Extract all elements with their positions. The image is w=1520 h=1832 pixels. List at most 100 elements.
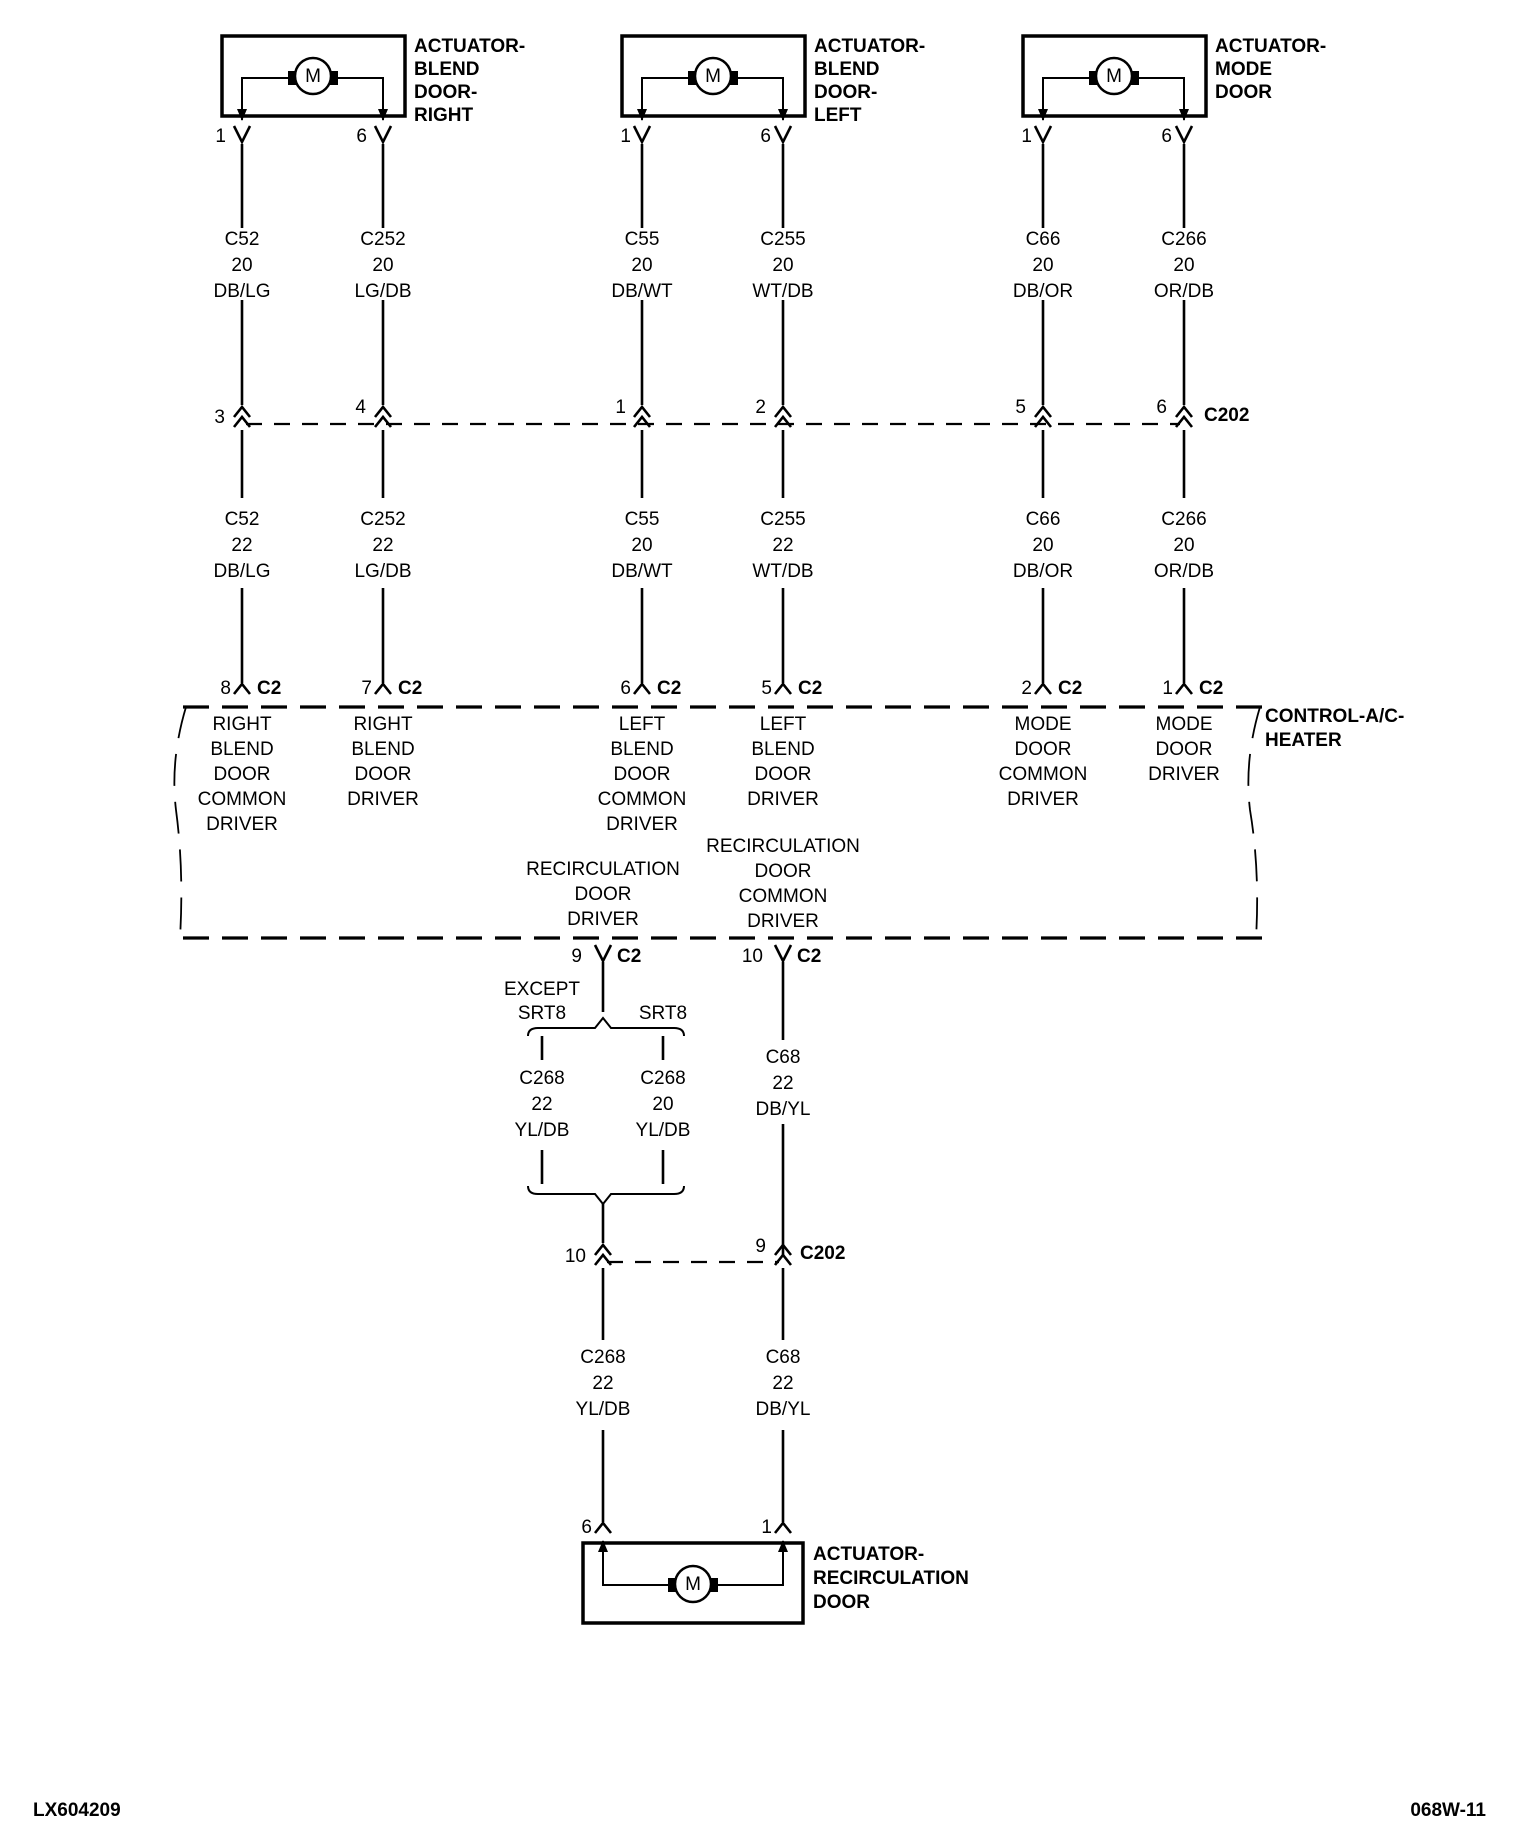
connector-c202-lower: 10 9 C202 — [565, 1204, 845, 1267]
actuator-label-line: RECIRCULATION — [813, 1568, 969, 1589]
pin-terminal-icon — [1174, 681, 1194, 695]
wire-color: OR/DB — [1154, 561, 1214, 582]
wire-circuit: C68 — [766, 1347, 801, 1368]
actuator-blend-door-left: M ACTUATOR- BLEND DOOR- LEFT 1 6 — [620, 34, 925, 147]
c2-connector-name: C2 — [797, 946, 821, 967]
actuator-label-line: BLEND — [414, 59, 479, 80]
motor-brush — [1089, 71, 1097, 85]
svg-text:RECIRCULATION: RECIRCULATION — [706, 836, 860, 857]
pin-terminal-icon — [593, 1520, 613, 1534]
c2-connector-name: C2 — [617, 946, 641, 967]
motor-icon — [1094, 56, 1134, 96]
motor-brush — [730, 71, 738, 85]
svg-text:DOOR: DOOR — [614, 764, 671, 785]
pin-terminal-icon — [632, 681, 652, 695]
upper-wire-labels: C52 20 DB/LG C252 20 LG/DB C55 20 DB/WT … — [213, 229, 1214, 302]
c202-pin: 10 — [565, 1246, 586, 1267]
connector-c2-bottom: 9 10 C2 C2 — [571, 944, 821, 967]
wire-color: DB/WT — [611, 561, 673, 582]
wire-circuit: C66 — [1026, 229, 1061, 250]
c2-pin: 9 — [571, 946, 582, 967]
wire-color: DB/LG — [213, 561, 270, 582]
svg-text:DOOR: DOOR — [355, 764, 412, 785]
actuator-label-line: ACTUATOR- — [414, 36, 525, 57]
motor-brush — [1131, 71, 1139, 85]
c2-pin: 10 — [742, 946, 763, 967]
inline-connector-icon — [232, 404, 252, 428]
svg-text:DOOR: DOOR — [755, 764, 812, 785]
connector-c2-top: 8 7 6 5 2 1 C2 C2 C2 C2 C2 C2 — [220, 678, 1223, 699]
wire-color: DB/YL — [756, 1099, 811, 1120]
wire-color: LG/DB — [354, 281, 411, 302]
svg-text:LEFT: LEFT — [619, 714, 666, 735]
actuator-label-line: ACTUATOR- — [1215, 36, 1326, 57]
svg-text:DRIVER: DRIVER — [747, 911, 819, 932]
mid-wire-segments — [240, 430, 1186, 683]
c202-connector-name: C202 — [1204, 405, 1249, 426]
pin-number: 1 — [761, 1517, 772, 1538]
motor-symbol: M — [1106, 66, 1122, 87]
actuator-label-line: DOOR- — [814, 82, 877, 103]
wire-gauge: 20 — [652, 1094, 673, 1115]
driver-label-mode: MODE DOOR DRIVER — [1148, 714, 1220, 785]
pin-terminal-icon — [1033, 681, 1053, 695]
c2-pin: 7 — [361, 678, 372, 699]
pin-terminal-icon — [773, 944, 793, 964]
pin-number: 1 — [620, 126, 631, 147]
actuator-label-line: BLEND — [814, 59, 879, 80]
c202-pin: 1 — [615, 397, 626, 418]
module-right-border — [1247, 706, 1261, 939]
c2-connector-name: C2 — [1058, 678, 1082, 699]
c202-pin: 5 — [1015, 397, 1026, 418]
actuator-label-line: MODE — [1215, 59, 1272, 80]
inline-connector-icon — [632, 404, 652, 428]
motor-wiring — [241, 77, 384, 120]
c202-pin: 2 — [755, 397, 766, 418]
svg-text:DOOR: DOOR — [1156, 739, 1213, 760]
motor-brush — [288, 71, 296, 85]
actuator-label-line: LEFT — [814, 105, 862, 126]
wire-color: DB/OR — [1013, 561, 1073, 582]
pin-terminal-icon — [232, 681, 252, 695]
wire-circuit: C55 — [625, 229, 660, 250]
option-label: EXCEPT — [504, 979, 580, 1000]
svg-text:MODE: MODE — [1015, 714, 1072, 735]
svg-text:COMMON: COMMON — [999, 764, 1088, 785]
actuator-label-line: RIGHT — [414, 105, 474, 126]
wire-color: DB/WT — [611, 281, 673, 302]
wire-gauge: 22 — [772, 1373, 793, 1394]
pin-number: 6 — [1161, 126, 1172, 147]
svg-text:RIGHT: RIGHT — [353, 714, 413, 735]
c2-pin: 1 — [1162, 678, 1173, 699]
wire-circuit: C268 — [580, 1347, 625, 1368]
module-control-ac-heater: CONTROL-A/C- HEATER RIGHT BLEND DOOR COM… — [173, 705, 1404, 940]
svg-text:BLEND: BLEND — [610, 739, 673, 760]
driver-label-left-blend: LEFT BLEND DOOR DRIVER — [747, 714, 819, 810]
c2-connector-name: C2 — [798, 678, 822, 699]
motor-brush — [330, 71, 338, 85]
wire-color: YL/DB — [515, 1120, 570, 1141]
svg-text:DOOR: DOOR — [575, 884, 632, 905]
inline-connector-icon — [1174, 404, 1194, 428]
svg-text:DOOR: DOOR — [1015, 739, 1072, 760]
wire-circuit: C255 — [760, 509, 805, 530]
wire-gauge: 20 — [372, 255, 393, 276]
c202-pin: 3 — [214, 407, 225, 428]
wire-color: LG/DB — [354, 561, 411, 582]
pin-terminal-icon — [593, 944, 613, 964]
svg-text:RIGHT: RIGHT — [212, 714, 272, 735]
wire-circuit: C252 — [360, 509, 405, 530]
actuator-housing — [581, 1541, 805, 1625]
wire-circuit: C252 — [360, 229, 405, 250]
actuator-recirculation-door: M ACTUATOR- RECIRCULATION DOOR — [581, 1540, 969, 1625]
wire-color: DB/YL — [756, 1399, 811, 1420]
wire-gauge: 20 — [231, 255, 252, 276]
driver-label-mode-common: MODE DOOR COMMON DRIVER — [999, 714, 1088, 810]
wire-gauge: 22 — [772, 1073, 793, 1094]
option-split: EXCEPT SRT8 SRT8 C268 22 YL/DB C268 20 Y… — [504, 962, 690, 1206]
wire-color: WT/DB — [752, 281, 813, 302]
motor-wiring — [641, 77, 784, 120]
driver-label-recirculation-common: RECIRCULATION DOOR COMMON DRIVER — [706, 836, 860, 932]
wire-color: WT/DB — [752, 561, 813, 582]
